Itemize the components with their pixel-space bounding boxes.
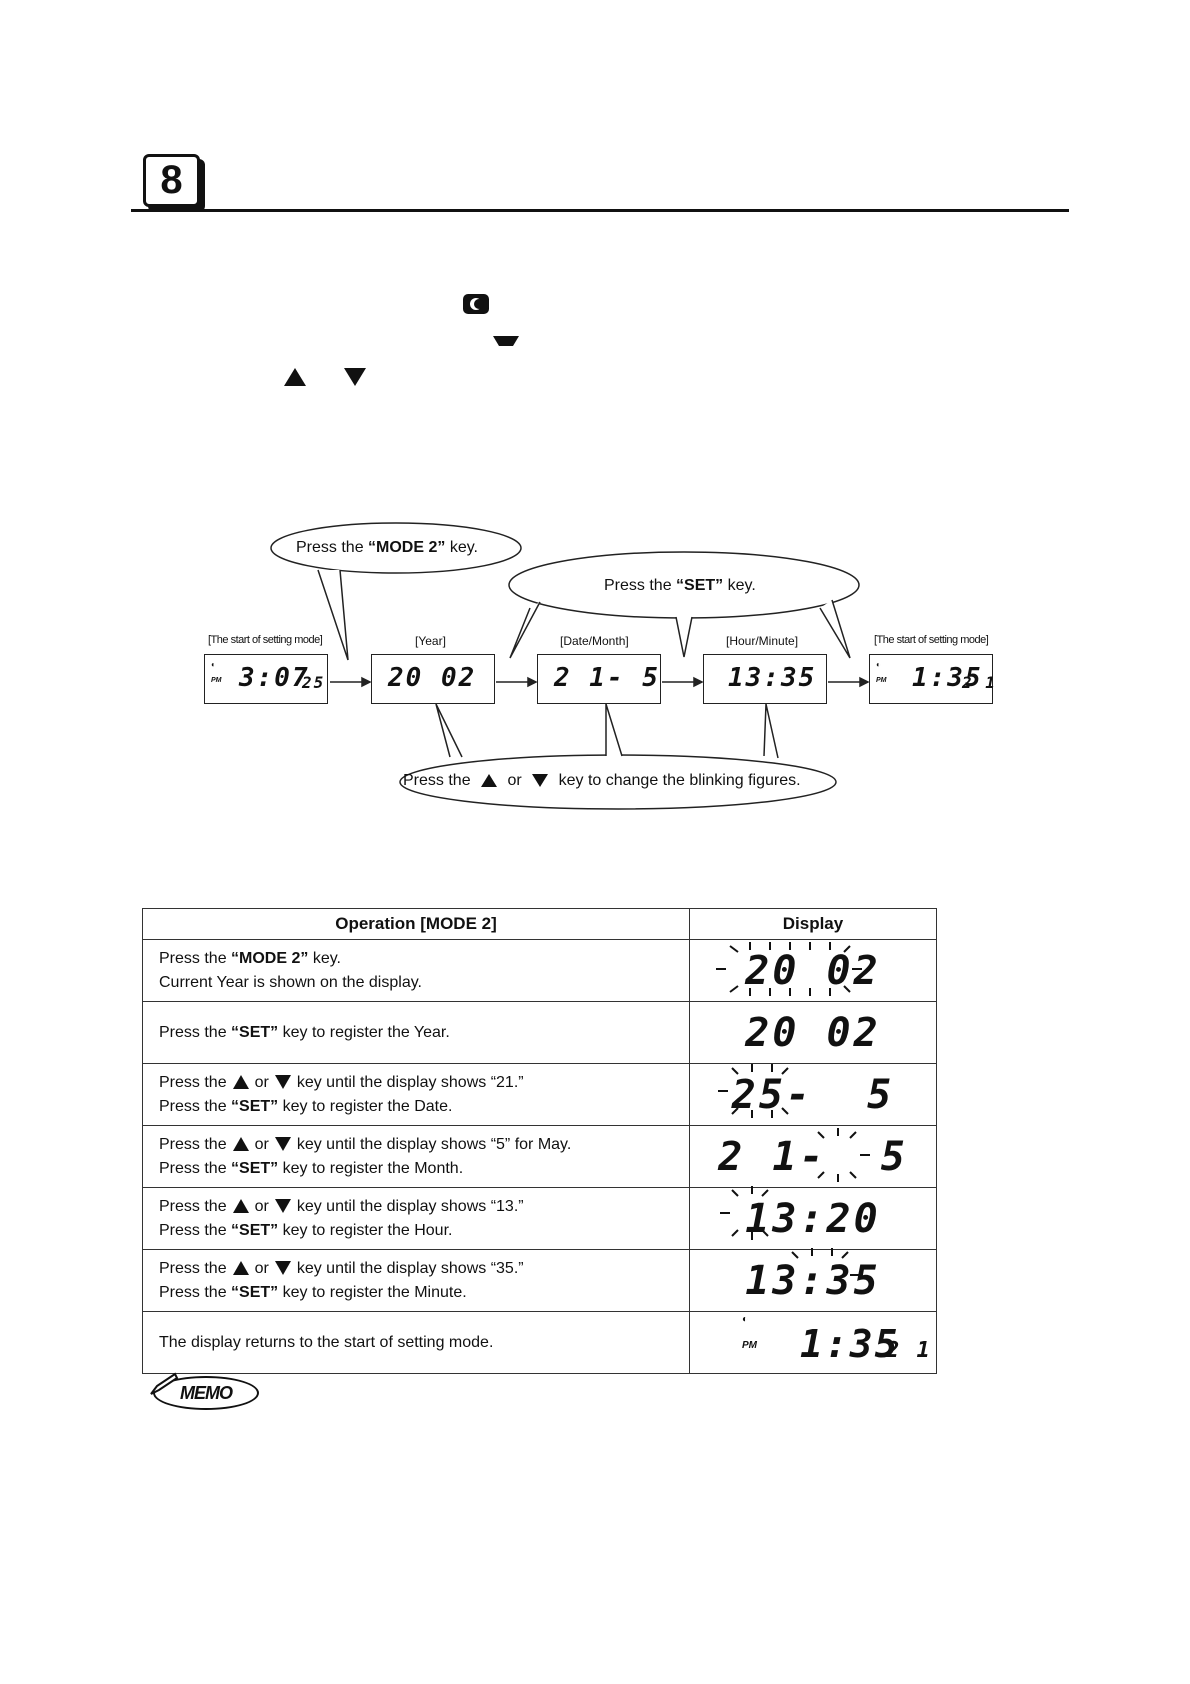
pm-indicator: PM — [742, 1340, 757, 1351]
pencil-icon — [149, 1372, 179, 1396]
operation-cell: Press the “SET” key to register the Year… — [143, 1002, 690, 1064]
blink-rays — [700, 938, 937, 1280]
moon-icon — [462, 293, 490, 315]
table-header-row: Operation [MODE 2] Display — [143, 909, 937, 940]
down-triangle-icon — [532, 774, 548, 787]
lcd-seconds: 2 1 — [886, 1338, 932, 1363]
header-rule — [131, 209, 1069, 212]
lcd-display: 13:35 — [703, 654, 827, 704]
step-label: [The start of setting mode] — [874, 634, 988, 646]
bubble-mode2-text: Press the “MODE 2” key. — [296, 539, 478, 557]
down-triangle-icon — [275, 1199, 291, 1213]
up-triangle-icon — [481, 774, 497, 787]
step-label: [Year] — [415, 634, 446, 648]
up-triangle-icon — [233, 1199, 249, 1213]
down-triangle-icon — [275, 1075, 291, 1089]
display-cell: ◐ PM 1:35 2 1 — [690, 1312, 937, 1374]
up-triangle-icon — [233, 1075, 249, 1089]
table-row: The display returns to the start of sett… — [143, 1312, 937, 1374]
moon-icon: ◐ — [742, 1314, 748, 1325]
chapter-number-box: 8 — [143, 154, 200, 207]
down-triangle-icon — [275, 1137, 291, 1151]
lcd-display: ◐ PM 3:07 25 — [204, 654, 328, 704]
down-triangle-icon — [344, 368, 366, 386]
down-arrow-icon — [493, 336, 519, 348]
lcd-display: ◐ PM 1:35 2 1 — [869, 654, 993, 704]
header-operation: Operation [MODE 2] — [143, 909, 690, 940]
step-label: [The start of setting mode] — [208, 634, 322, 646]
operation-cell: Press the “MODE 2” key. Current Year is … — [143, 940, 690, 1002]
operation-cell: The display returns to the start of sett… — [143, 1312, 690, 1374]
lcd-display: 2 1- 5 — [537, 654, 661, 704]
header-display: Display — [690, 909, 937, 940]
step-label: [Hour/Minute] — [726, 634, 798, 648]
up-triangle-icon — [233, 1261, 249, 1275]
memo-badge: MEMO — [153, 1376, 259, 1410]
bubble-set-text: Press the “SET” key. — [604, 577, 756, 595]
step-label: [Date/Month] — [560, 634, 629, 648]
up-triangle-icon — [233, 1137, 249, 1151]
lcd-time: 1:35 — [800, 1322, 900, 1366]
down-triangle-icon — [275, 1261, 291, 1275]
bubble-arrows-text: Press the or key to change the blinking … — [403, 772, 801, 790]
lcd-display: 20 02 — [371, 654, 495, 704]
up-triangle-icon — [284, 368, 306, 386]
